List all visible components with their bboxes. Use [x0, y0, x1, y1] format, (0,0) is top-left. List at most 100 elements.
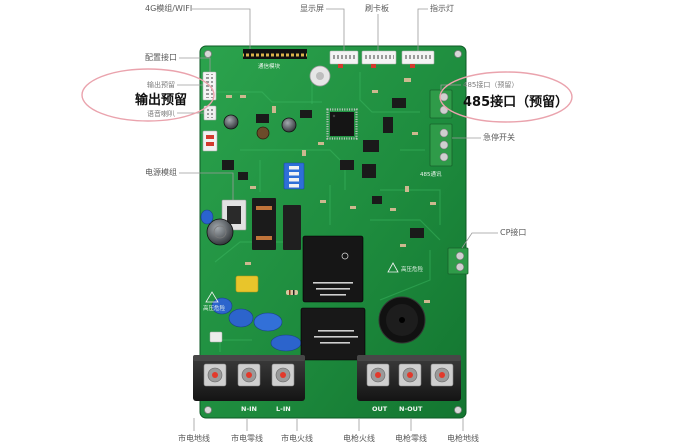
- ic-chip: [238, 172, 248, 180]
- varistor: [228, 308, 254, 328]
- relay-marking: [313, 282, 353, 284]
- relay-upper: [302, 235, 364, 303]
- screw-red-mark: [280, 372, 286, 378]
- label-mains-live: 市电火线: [281, 433, 313, 443]
- buzzer: [378, 296, 426, 344]
- header-4g-wifi: [243, 49, 307, 59]
- pcb-board: 通信模块: [193, 45, 469, 419]
- leader-indicator: [417, 8, 428, 51]
- terminal-screw: [439, 152, 449, 162]
- smd-components: [226, 78, 436, 303]
- transformer: [252, 198, 276, 250]
- dip-switch-lever: [289, 184, 299, 188]
- silk-n-out: N-OUT: [399, 405, 423, 413]
- label-4g-wifi: 4G模组/WIFI: [145, 3, 192, 13]
- smd-part: [430, 202, 436, 205]
- mains-neutral-screw: [237, 363, 261, 387]
- bobbin-core: [227, 206, 241, 224]
- resistor-band: [289, 290, 291, 295]
- pcb-trace: [359, 72, 420, 113]
- gun-live-screw: [366, 363, 390, 387]
- silk-n-in: N-IN: [241, 405, 257, 413]
- leader-rs485: [440, 84, 461, 90]
- buzzer-hole: [399, 317, 405, 323]
- pcb-trace: [212, 91, 322, 103]
- relay-marking: [318, 330, 354, 332]
- mounting-hole: [204, 406, 212, 414]
- mains-ground-screw: [203, 363, 227, 387]
- relay-body: [302, 235, 364, 303]
- gun-neutral-screw: [398, 363, 422, 387]
- connector-wire-mark: [338, 64, 343, 68]
- mounting-hole: [454, 50, 462, 58]
- film-capacitor: [235, 275, 259, 293]
- smd-part: [400, 244, 406, 247]
- smd-part: [390, 208, 396, 211]
- terminal-screw: [439, 92, 449, 102]
- smd-part: [424, 300, 430, 303]
- high-voltage-warning-icon: [205, 291, 219, 303]
- terminal-screw: [439, 140, 449, 150]
- blue-capacitor: [200, 209, 214, 225]
- screw-red-mark: [212, 372, 218, 378]
- label-mains-neutral: 市电零线: [231, 433, 263, 443]
- relay-marking: [320, 294, 346, 296]
- smd-part: [404, 78, 411, 82]
- relay-marking: [316, 288, 350, 290]
- leader-cp-port: [461, 232, 498, 249]
- aux-red-connector: [202, 130, 218, 152]
- mounting-hole: [454, 406, 462, 414]
- screw-red-mark: [246, 372, 252, 378]
- connector-body: [202, 130, 218, 152]
- relay-marking: [314, 336, 358, 338]
- resistor-band: [293, 290, 295, 295]
- relay-logo-mark: [341, 252, 349, 260]
- transformer-winding: [256, 206, 272, 210]
- ic-chip: [222, 160, 234, 170]
- ic-chip: [363, 140, 379, 152]
- bulk-capacitor-vent: [213, 225, 227, 239]
- labels: 4G模组/WIFI 显示屏 刷卡板 指示灯 配置接口 输出预留 输出预留 语音喇…: [135, 3, 568, 443]
- label-mains-ground: 市电地线: [178, 433, 210, 443]
- leader-4g-wifi: [192, 8, 251, 49]
- card-board-connector: [361, 50, 397, 68]
- smd-part: [302, 150, 306, 156]
- silk-out: OUT: [372, 405, 388, 413]
- smd-part: [318, 142, 324, 145]
- round-sensor-center: [316, 72, 324, 80]
- gun-terminal-block: [357, 355, 461, 401]
- mcu-chip: [326, 108, 358, 140]
- ic-chip: [392, 98, 406, 108]
- label-cp-port: CP接口: [500, 227, 526, 237]
- electrolytic-capacitor: [256, 126, 270, 140]
- ic-chip: [372, 196, 382, 204]
- label-power-module: 电源模组: [145, 167, 177, 177]
- inductor: [283, 205, 301, 250]
- callout-rs485: 485接口（预留）: [463, 94, 568, 110]
- mains-live-screw: [271, 363, 295, 387]
- leader-config-port: [179, 57, 211, 72]
- pcb-trace: [370, 219, 441, 241]
- callout-ellipse-output-reserved: [81, 68, 215, 122]
- relay-marking: [320, 342, 350, 344]
- indicator-light-connector: [401, 50, 435, 68]
- dip-switch-lever: [289, 172, 299, 176]
- varistor: [270, 334, 302, 352]
- callout-output-reserved: 输出预留: [135, 92, 187, 108]
- header-pins: [243, 49, 307, 59]
- label-config-port: 配置接口: [145, 52, 177, 62]
- connector-pins: [404, 54, 432, 60]
- dip-switch: [283, 162, 305, 190]
- smd-part: [272, 106, 276, 113]
- label-rs485-small: 485接口（预留）: [463, 80, 518, 89]
- label-gun-neutral: 电枪零线: [395, 433, 427, 443]
- pcb-trace: [240, 149, 346, 190]
- label-display: 显示屏: [300, 4, 324, 13]
- ic-chip: [362, 164, 376, 178]
- smd-part: [240, 95, 246, 98]
- label-indicator-light: 指示灯: [430, 3, 454, 13]
- connector-wire-mark: [410, 64, 415, 68]
- rs485-terminal: [429, 89, 453, 119]
- terminal-screw: [439, 105, 449, 115]
- silk-comm-module: 通信模块: [258, 62, 281, 70]
